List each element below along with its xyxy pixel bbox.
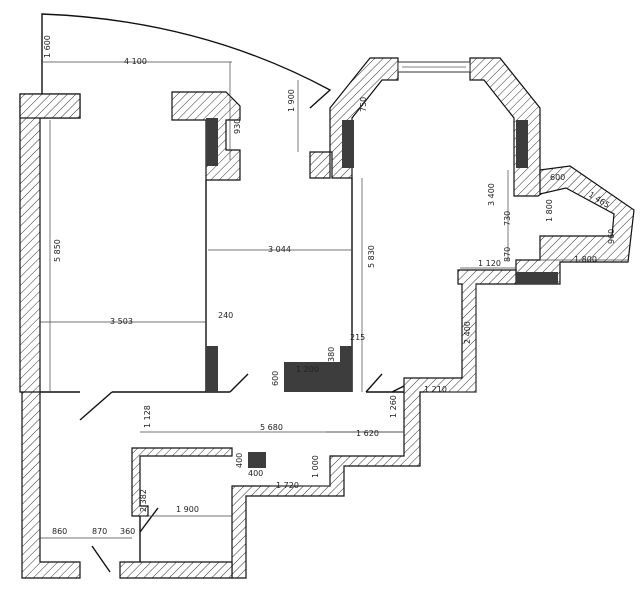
dim-left-room-height: 5 850 [53, 239, 62, 262]
bathroom-wall [131, 447, 233, 517]
dim-bay-750: 750 [359, 97, 368, 112]
dim-right-1120: 1 120 [478, 259, 501, 268]
dim-balcony-depth: 1 900 [287, 89, 296, 112]
dim-door-360: 360 [120, 527, 135, 536]
right-wing-wall [515, 165, 635, 285]
doors [79, 373, 405, 573]
dim-hall-1000: 1 000 [311, 455, 320, 478]
dim-right-1800-h: 1 800 [574, 255, 597, 264]
dim-wardrobe-1200: 1 200 [296, 365, 319, 374]
dim-right-600: 600 [550, 173, 565, 182]
dim-mid-room-width: 3 044 [268, 245, 291, 254]
dim-bath-2382: 2 382 [139, 489, 148, 512]
dimension-lines [40, 61, 628, 539]
dim-door-870: 870 [92, 527, 107, 536]
dim-door-860: 860 [52, 527, 67, 536]
dim-right-2400: 2 400 [463, 321, 472, 344]
dim-hall-1620: 1 620 [356, 429, 379, 438]
balcony-outline [41, 13, 332, 109]
dim-right-1210: 1 210 [424, 385, 447, 394]
dim-right-730: 730 [503, 211, 512, 226]
dim-wardrobe-380: 380 [327, 347, 336, 362]
dim-right-870: 870 [503, 247, 512, 262]
dimension-labels: 1 600 4 100 1 900 930 750 3 400 600 1 46… [43, 35, 616, 536]
structural-columns [206, 118, 558, 468]
dim-box-400-h: 400 [248, 469, 263, 478]
dim-pillar-930: 930 [233, 119, 242, 134]
dim-hall-1128: 1 128 [143, 405, 152, 428]
dim-hall-5680: 5 680 [260, 423, 283, 432]
dim-balcony-top-offset: 1 600 [43, 35, 52, 58]
bottom-left-wall [119, 561, 233, 579]
dim-left-room-width: 3 503 [110, 317, 133, 326]
dim-box-400-v: 400 [235, 453, 244, 468]
dim-wardrobe-600: 600 [271, 371, 280, 386]
dim-right-960: 960 [607, 229, 616, 244]
dim-wall-240: 240 [218, 311, 233, 320]
dim-hall-1260: 1 260 [389, 395, 398, 418]
dim-bay-height: 3 400 [487, 183, 496, 206]
dim-bath-1900: 1 900 [176, 505, 199, 514]
dim-wall-215: 215 [350, 333, 365, 342]
dim-right-1800-v: 1 800 [545, 199, 554, 222]
dim-bedroom-width-top: 4 100 [124, 57, 147, 66]
top-left-wall-block [19, 93, 81, 119]
dim-hall-1720: 1 720 [276, 481, 299, 490]
dim-mid-room-height: 5 830 [367, 245, 376, 268]
